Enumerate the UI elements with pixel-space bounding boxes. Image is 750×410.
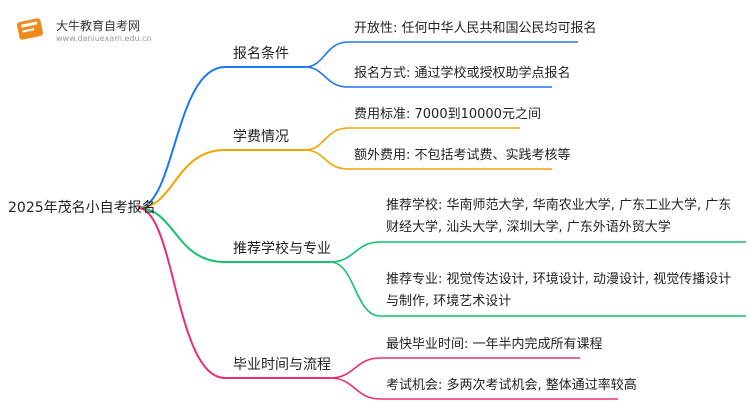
- connector-b4-leaf-1: [329, 357, 381, 379]
- connector-b1-leaf-2: [304, 66, 349, 88]
- branch-4-label: 毕业时间与流程: [233, 357, 331, 373]
- connector-b3-leaf-1: [329, 241, 381, 263]
- connector-root-branch-1: [137, 66, 226, 209]
- leaf-b1-1: 开放性: 任何中华人民共和国公民均可报名: [354, 21, 597, 36]
- connector-root-branch-3: [137, 207, 226, 263]
- connector-b3-leaf-2: [329, 261, 381, 317]
- connector-root-branch-2: [137, 149, 226, 209]
- leaf-b2-2: 额外费用: 不包括考试费、实践考核等: [354, 148, 571, 163]
- connector-b4-leaf-2: [329, 377, 381, 400]
- connector-b2-leaf-2: [304, 149, 349, 170]
- leaf-b4-1: 最快毕业时间: 一年半内完成所有课程: [386, 337, 603, 352]
- book-logo-icon: [16, 18, 44, 40]
- leaf-b4-2: 考试机会: 多两次考试机会, 整体通过率较高: [386, 378, 637, 393]
- leaf-b3-2: 推荐专业: 视觉传达设计, 环境设计, 动漫设计, 视觉传播设计与制作, 环境艺…: [386, 272, 732, 309]
- leaf-b3-1: 推荐学校: 华南师范大学, 华南农业大学, 广东工业大学, 广东财经大学, 汕头…: [386, 198, 732, 235]
- logo-title: 大牛教育自考网: [56, 19, 141, 33]
- leaf-b1-2: 报名方式: 通过学校或授权助学点报名: [354, 66, 571, 81]
- site-logo: 大牛教育自考网 www.daniuexam.edu.cn: [14, 14, 174, 48]
- branch-3-label: 推荐学校与专业: [233, 241, 331, 257]
- connector-b1-leaf-1: [304, 41, 349, 68]
- leaf-b2-1: 费用标准: 7000到10000元之间: [354, 107, 541, 122]
- logo-url: www.daniuexam.edu.cn: [56, 34, 152, 43]
- root-node: 2025年茂名小自考报名: [8, 200, 156, 216]
- branch-2-label: 学费情况: [233, 129, 289, 145]
- branch-1-label: 报名条件: [233, 46, 289, 62]
- connector-root-branch-4: [137, 207, 226, 379]
- connector-b2-leaf-1: [304, 127, 349, 151]
